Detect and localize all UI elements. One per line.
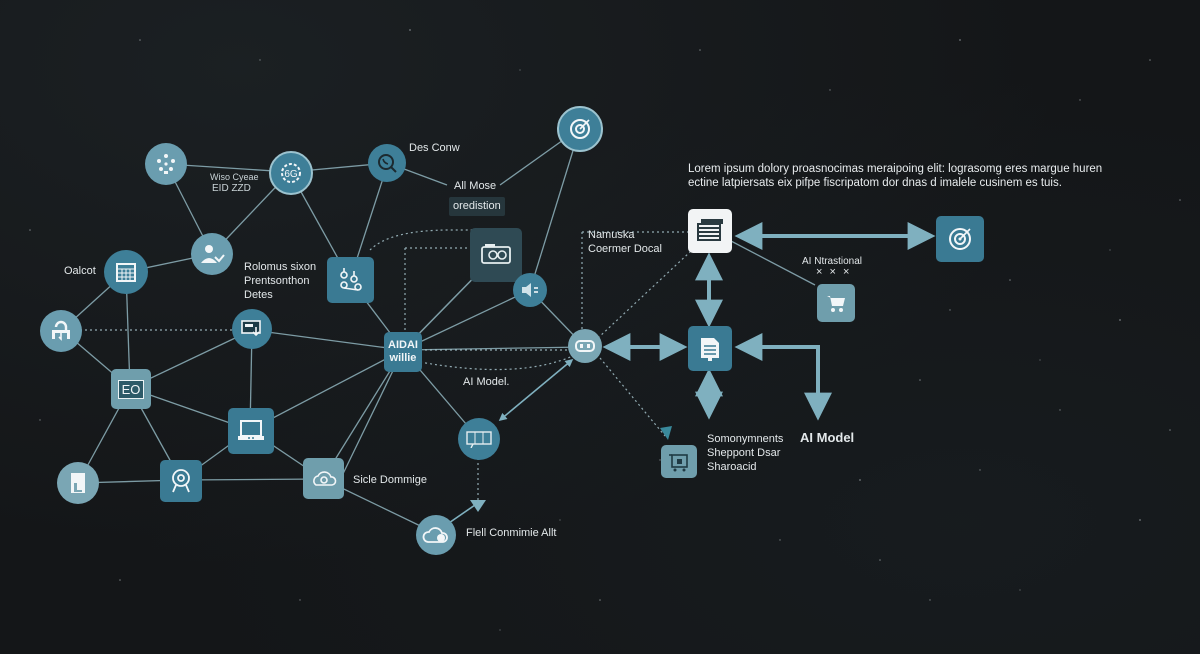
namuska-line-2: Coermer Docal: [588, 243, 662, 255]
target-top-node[interactable]: [557, 106, 603, 152]
flow-hub-node[interactable]: [40, 310, 82, 352]
namuska-line-1: Namuska: [588, 229, 635, 241]
dashboard-icon: [466, 431, 492, 448]
cart-icon: [827, 296, 845, 312]
speaker-icon: [522, 283, 538, 297]
description-text: Lorem ipsum dolory proasnocimas meraipoi…: [688, 162, 1158, 190]
network-hub-node[interactable]: [145, 143, 187, 185]
x-marks-label: × × ×: [816, 266, 852, 278]
ai-model-small-label: AI Model.: [463, 376, 510, 388]
flow-icon: [52, 320, 70, 341]
dashboard-chat-node[interactable]: [458, 418, 500, 460]
cloud-camera-icon: [312, 470, 336, 486]
molecule-icon: [339, 268, 362, 291]
checkout-icon: [669, 453, 688, 471]
door-node[interactable]: [57, 462, 99, 504]
speaker-node[interactable]: [513, 273, 547, 307]
user-icon: [201, 245, 225, 263]
cart-node[interactable]: [817, 284, 855, 322]
laptop-icon: [238, 420, 264, 440]
display-icon: EO: [117, 379, 145, 399]
wiso-sub-label: EID ZZD: [212, 183, 251, 194]
aidai-label: AIDAI willie: [388, 339, 418, 365]
flell-commimie-label: Flell Conmimie Allt: [466, 527, 557, 539]
browser-icon: [697, 219, 723, 241]
webcam-node[interactable]: [160, 460, 202, 502]
camera-icon: [481, 244, 511, 264]
checkout-node[interactable]: [661, 445, 697, 478]
laptop-node[interactable]: [228, 408, 274, 454]
description-line-2: ectine latpiersats eix pifpe fiscripatom…: [688, 177, 1062, 189]
svg-text:6G: 6G: [284, 169, 298, 180]
calendar-icon: [116, 263, 136, 282]
robot-hub-node[interactable]: [568, 329, 602, 363]
robotics-line-3: Detes: [244, 289, 273, 301]
document-icon: [701, 337, 719, 361]
description-line-1: Lorem ipsum dolory proasnocimas meraipoi…: [688, 163, 1103, 175]
aidai-line-1: AIDAI: [388, 339, 418, 351]
namuska-label: Namuska Coermer Docal: [588, 228, 662, 256]
des-center-label: Des Conw: [409, 142, 460, 154]
calendar-node[interactable]: [104, 250, 148, 294]
robotics-label: Rolomus sixon Prentsonthon Detes: [244, 260, 316, 302]
aidai-line-2: willie: [389, 352, 417, 364]
monitor-node[interactable]: [232, 309, 272, 349]
cloud-wifi-node[interactable]: [416, 515, 456, 555]
prediction-label: oredistion: [449, 197, 505, 216]
somonyments-line-3: Sharoacid: [707, 461, 757, 473]
somonyments-label: Somonymnents Sheppont Dsar Sharoacid: [707, 432, 783, 474]
eo-text: EO: [121, 381, 141, 397]
camera-card-node[interactable]: [470, 228, 522, 282]
target-right-node[interactable]: [936, 216, 984, 262]
oalcot-label: Oalcot: [64, 265, 96, 277]
sicle-domige-label: Sicle Dommige: [353, 474, 427, 486]
target-icon: [570, 119, 590, 139]
user-node[interactable]: [191, 233, 233, 275]
browser-stack-node[interactable]: [688, 209, 732, 253]
gear-node[interactable]: 6G: [269, 151, 313, 195]
monitor-download-icon: [241, 320, 261, 337]
document-node[interactable]: [688, 326, 732, 371]
phone-search-node[interactable]: [368, 144, 406, 182]
somonyments-line-2: Sheppont Dsar: [707, 447, 781, 459]
cloud-camera-node[interactable]: [303, 458, 344, 499]
molecule-node[interactable]: [327, 257, 374, 303]
wiso-center-label: Wiso Cyeae: [210, 172, 259, 182]
gear-icon: 6G: [281, 163, 301, 183]
network-icon: [157, 154, 175, 174]
aidai-node[interactable]: AIDAI willie: [384, 332, 422, 372]
door-icon: [71, 473, 85, 493]
ai-ntrastional-label: AI Ntrastional: [802, 256, 863, 267]
target-icon: [949, 228, 971, 250]
robot-icon: [575, 340, 595, 352]
robotics-line-1: Rolomus sixon: [244, 261, 317, 273]
somonyments-line-1: Somonymnents: [707, 433, 784, 445]
webcam-icon: [172, 469, 190, 493]
arrowhead-down: [470, 500, 486, 512]
eo-display-node[interactable]: EO: [111, 369, 151, 409]
cloud-icon: [422, 527, 448, 543]
ai-model-bold-label: AI Model: [800, 430, 855, 445]
robotics-line-2: Prentsonthon: [244, 275, 310, 287]
phone-search-icon: [378, 154, 397, 173]
ai-mose-label: All Mose: [454, 180, 497, 192]
